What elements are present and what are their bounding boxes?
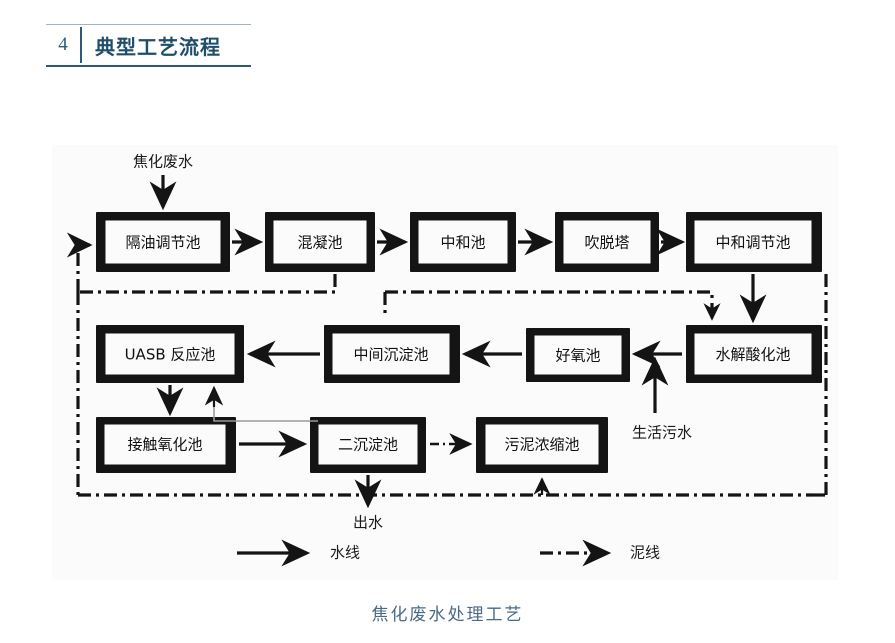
process-box-b12[interactable]: 污泥浓缩池 [476, 417, 608, 473]
process-box-label: 水解酸化池 [715, 346, 790, 364]
process-box-label: 污泥浓缩池 [504, 436, 579, 454]
figure-caption: 焦化废水处理工艺 [371, 605, 524, 625]
header-rule-bottom [46, 65, 251, 67]
process-box-b6[interactable]: UASB 反应池 [96, 325, 244, 383]
process-box-b1[interactable]: 隔油调节池 [96, 212, 230, 272]
outlet-label: 出水 [353, 514, 383, 532]
process-box-b5[interactable]: 中和调节池 [686, 212, 822, 272]
page-title: 典型工艺流程 [95, 34, 221, 59]
process-box-b4[interactable]: 吹脱塔 [555, 212, 659, 272]
process-box-label: 中间沉淀池 [353, 346, 428, 364]
process-box-label: 中和池 [440, 234, 485, 252]
process-box-b3[interactable]: 中和池 [410, 212, 516, 272]
header-divider [80, 27, 82, 63]
process-box-b7[interactable]: 中间沉淀池 [324, 325, 460, 383]
process-box-label: 吹脱塔 [584, 234, 629, 252]
process-flow-diagram: 隔油调节池 混凝池 中和池 吹脱塔 中和调节池 [52, 145, 838, 580]
side-inlet-label: 生活污水 [632, 424, 692, 442]
sludge-trunk-to-b1 [66, 232, 93, 292]
process-box-b8[interactable]: 好氧池 [526, 328, 630, 382]
process-box-label: UASB 反应池 [125, 346, 216, 364]
legend-sludge: 泥线 [540, 539, 660, 567]
process-box-label: 隔油调节池 [125, 234, 200, 252]
section-number: 4 [58, 34, 68, 55]
process-box-label: 中和调节池 [715, 234, 790, 252]
header-rule-top [46, 24, 251, 25]
process-box-b10[interactable]: 接触氧化池 [96, 417, 236, 473]
legend-sludge-label: 泥线 [630, 544, 660, 562]
section-header: 4 典型工艺流程 [46, 24, 251, 67]
legend-water-label: 水线 [330, 544, 360, 562]
process-box-b2[interactable]: 混凝池 [265, 212, 375, 272]
process-box-label: 好氧池 [555, 347, 600, 365]
process-box-label: 接触氧化池 [127, 436, 202, 454]
sludge-b2-down [78, 274, 337, 294]
process-box-label: 二沉淀池 [338, 436, 398, 454]
inlet-label: 焦化废水 [133, 153, 193, 171]
legend-water: 水线 [237, 539, 360, 567]
process-box-label: 混凝池 [297, 234, 342, 252]
process-box-b11[interactable]: 二沉淀池 [310, 417, 426, 473]
process-box-b9[interactable]: 水解酸化池 [686, 325, 822, 383]
